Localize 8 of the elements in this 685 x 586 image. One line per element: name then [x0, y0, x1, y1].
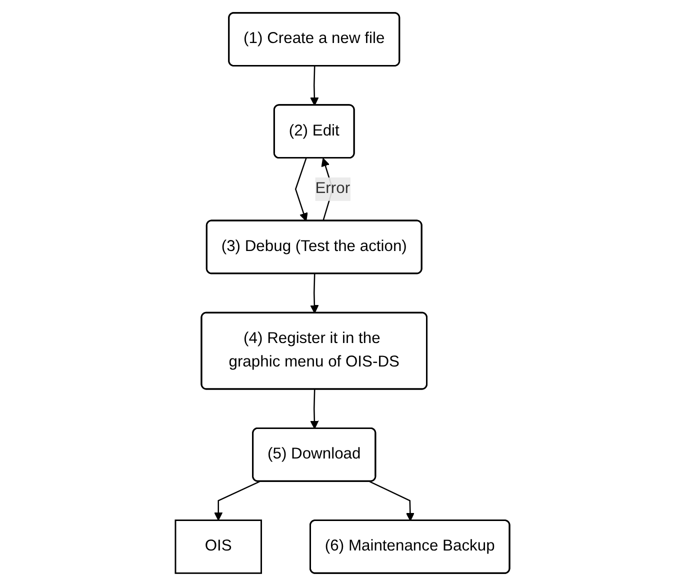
arrow	[310, 274, 319, 314]
arrow	[310, 389, 319, 430]
edge-label: Error	[315, 180, 350, 197]
arrow	[310, 66, 319, 106]
arrow	[369, 481, 414, 522]
node-box: OIS	[174, 520, 262, 574]
arrow	[294, 158, 308, 222]
arrow	[214, 481, 260, 521]
